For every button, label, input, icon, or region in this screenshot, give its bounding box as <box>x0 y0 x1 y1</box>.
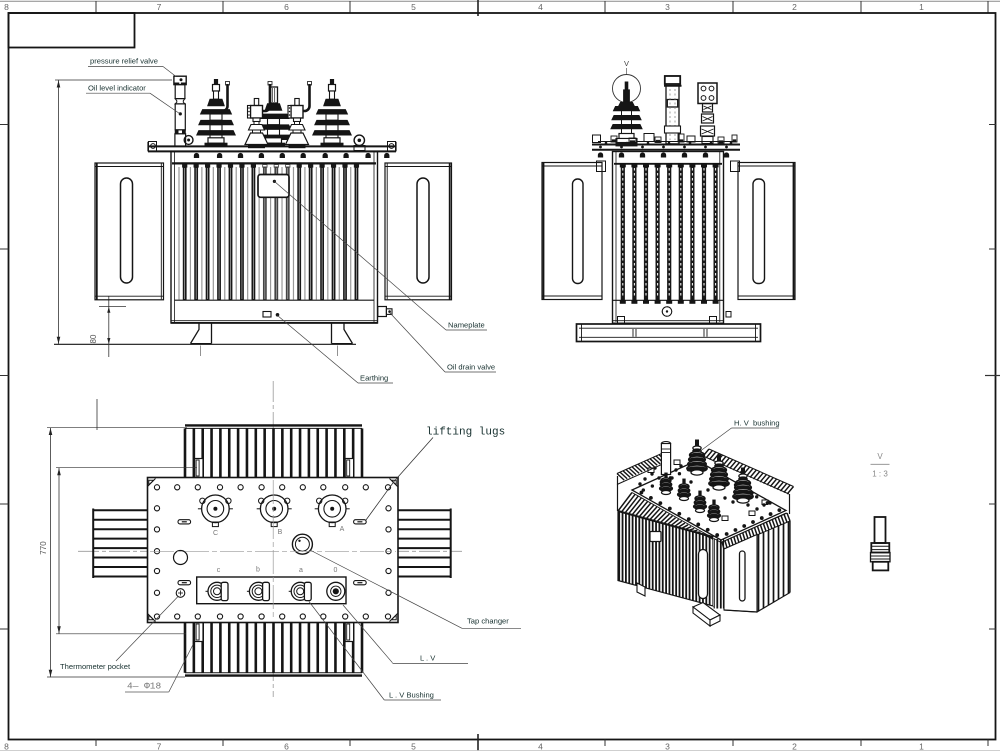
svg-text:4: 4 <box>538 2 543 12</box>
svg-text:c: c <box>217 567 221 574</box>
svg-text:pressure relief valve: pressure relief valve <box>90 57 158 66</box>
svg-text:7: 7 <box>157 2 162 12</box>
svg-text:Tap changer: Tap changer <box>467 617 509 626</box>
svg-text:Oil drain valve: Oil drain valve <box>447 363 495 372</box>
svg-text:6: 6 <box>284 2 289 12</box>
svg-text:770: 770 <box>39 541 48 555</box>
svg-text:Oil level indicator: Oil level indicator <box>88 84 146 93</box>
svg-text:0: 0 <box>334 567 338 574</box>
svg-text:3: 3 <box>665 742 670 751</box>
svg-text:5: 5 <box>411 742 416 751</box>
svg-text:3: 3 <box>665 2 670 12</box>
svg-text:Earthing: Earthing <box>360 374 388 383</box>
svg-text:b: b <box>256 567 260 574</box>
svg-text:V: V <box>624 59 629 68</box>
svg-text:L . V: L . V <box>420 654 436 663</box>
svg-text:Nameplate: Nameplate <box>448 321 485 330</box>
svg-text:H. V bushing: H. V bushing <box>734 419 780 428</box>
svg-text:4— Φ18: 4— Φ18 <box>127 681 162 692</box>
svg-text:80: 80 <box>89 334 98 343</box>
svg-text:1: 1 <box>919 742 924 751</box>
svg-text:B: B <box>278 529 283 536</box>
svg-text:L . V Bushing: L . V Bushing <box>389 691 434 700</box>
svg-text:a: a <box>299 567 303 574</box>
svg-text:Thermometer pocket: Thermometer pocket <box>60 662 131 671</box>
svg-text:7: 7 <box>157 742 162 751</box>
svg-text:1: 1 <box>919 2 924 12</box>
svg-text:2: 2 <box>792 2 797 12</box>
svg-text:V: V <box>877 452 883 461</box>
svg-text:5: 5 <box>411 2 416 12</box>
svg-text:2: 2 <box>792 742 797 751</box>
svg-text:C: C <box>213 530 218 537</box>
svg-text:1 : 3: 1 : 3 <box>872 470 888 479</box>
svg-text:A: A <box>340 526 345 533</box>
svg-text:4: 4 <box>538 742 543 751</box>
svg-text:8: 8 <box>4 742 9 751</box>
svg-text:6: 6 <box>284 742 289 751</box>
svg-text:8: 8 <box>4 2 9 12</box>
svg-text:lifting lugs: lifting lugs <box>426 427 505 439</box>
